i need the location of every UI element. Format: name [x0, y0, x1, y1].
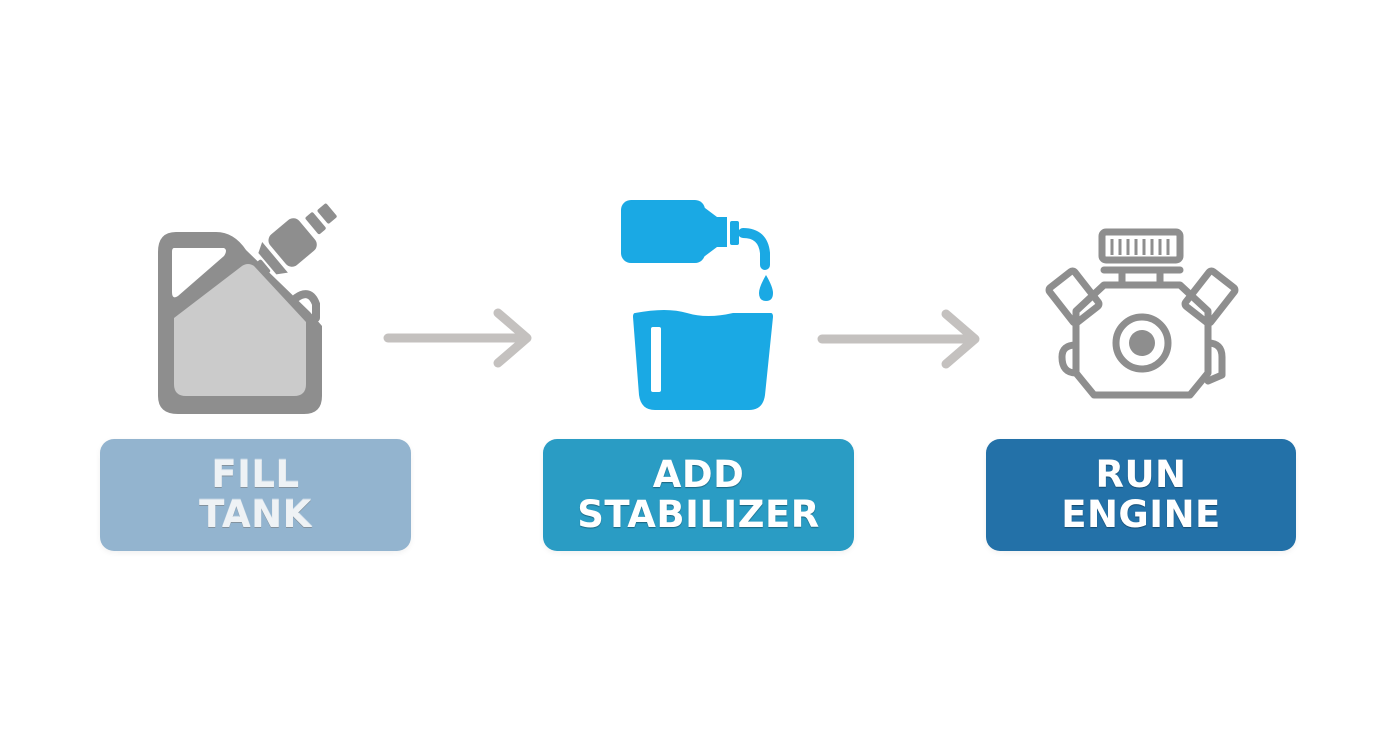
step-label-run-engine: RUN ENGINE — [986, 439, 1296, 551]
gas-can-icon — [158, 203, 337, 414]
step-label-line2: TANK — [199, 493, 312, 536]
engine-icon — [1045, 228, 1239, 399]
step-label-line1: ADD — [652, 453, 745, 496]
step-label-line2: STABILIZER — [577, 493, 820, 536]
step-label-line1: RUN — [1095, 453, 1187, 496]
step-label-fill-tank: FILL TANK — [100, 439, 411, 551]
step-label-line2: ENGINE — [1061, 493, 1221, 536]
bottle-pouring-into-cup-icon — [621, 200, 773, 410]
step-label-add-stabilizer: ADD STABILIZER — [543, 439, 854, 551]
step-label-line1: FILL — [211, 453, 300, 496]
arrow-right-icon — [817, 309, 980, 369]
arrow-right-icon — [383, 308, 532, 368]
